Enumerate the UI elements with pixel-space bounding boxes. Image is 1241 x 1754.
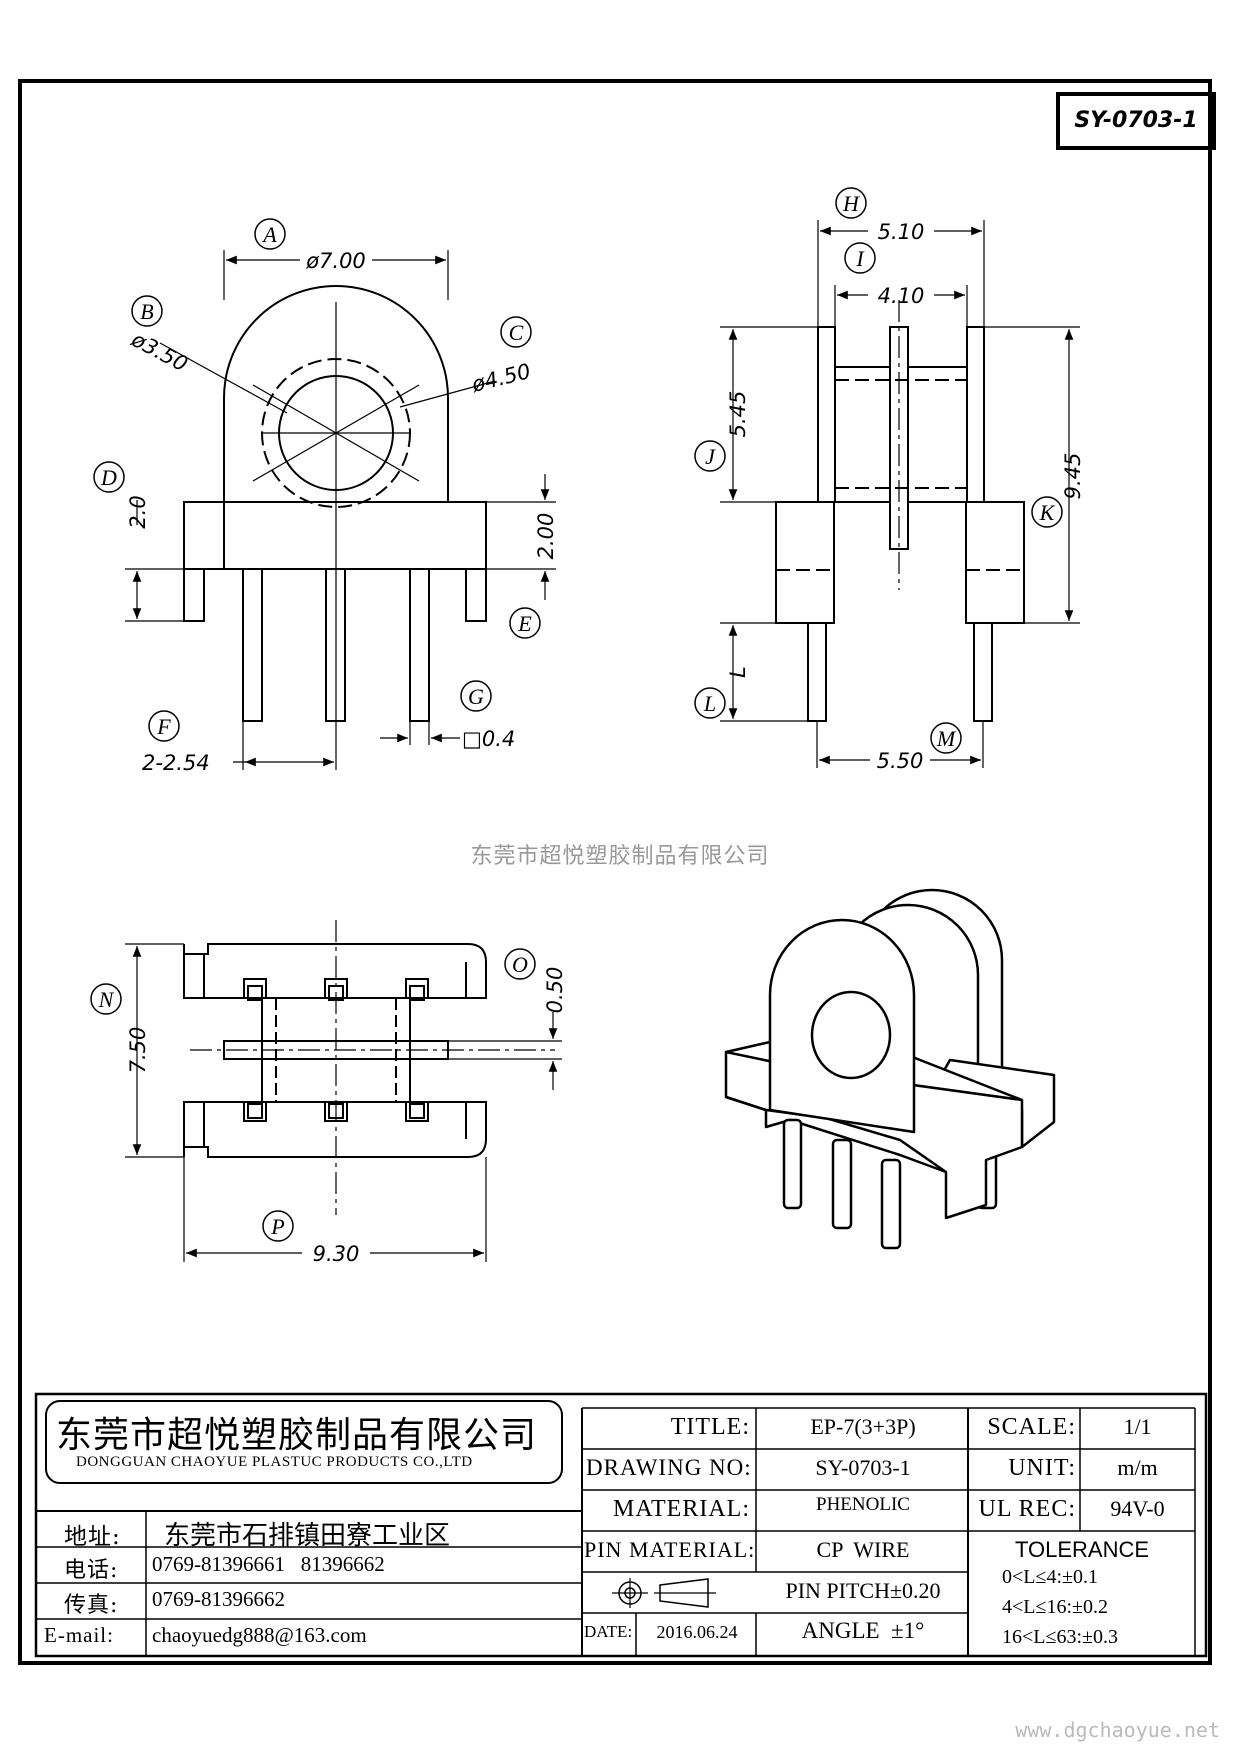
callout-k: K [1031,496,1063,528]
callout-p: P [262,1210,294,1242]
dim-g: □0.4 [462,727,515,751]
dim-l: L [726,666,750,678]
callout-l: L [694,687,726,719]
unit-value: m/m [1117,1455,1158,1480]
title-label: TITLE: [670,1414,750,1440]
material-value: PHENOLIC [816,1494,910,1515]
dim-c: ø4.50 [468,359,533,397]
dim-m: 5.50 [877,749,924,773]
date-value: 2016.06.24 [656,1622,738,1642]
dim-e: 2.00 [534,513,558,560]
callout-f: F [148,710,180,742]
callout-o: O [504,948,536,980]
angle-text: ANGLE ±1° [801,1618,925,1643]
scale-value: 1/1 [1123,1414,1152,1439]
callout-k-letter: K [1039,500,1056,525]
callout-c: C [500,316,532,348]
pin-material-label: PIN MATERIAL: [584,1537,756,1562]
dim-j: 5.45 [726,391,750,438]
callout-a: A [254,218,286,250]
pin-material-value: CP WIRE [816,1537,910,1562]
title-block: 东莞市超悦塑胶制品有限公司 DONGGUAN CHAOYUE PLASTUC P… [36,1394,1206,1656]
side-view [720,220,1080,768]
drawing-number-tag: SY-0703-1 [1056,92,1216,150]
ul-rec-label: UL REC: [978,1496,1076,1522]
callout-b-letter: B [140,299,153,324]
address-value: 东莞市石排镇田寮工业区 [164,1521,451,1551]
callout-h-letter: H [842,191,860,216]
address-label: 地址: [64,1524,121,1550]
email-label: E-mail: [44,1623,114,1647]
dim-b: ø3.50 [127,327,192,377]
pin-pitch-text: PIN PITCH±0.20 [785,1578,941,1603]
phone-label: 电话: [64,1558,119,1583]
tolerance-label: TOLERANCE [1014,1537,1150,1562]
tolerance-row-2: 4<L≤16:±0.2 [1002,1596,1109,1618]
dim-a: ø7.00 [305,249,366,273]
callout-b: B [131,295,163,327]
bottom-view [125,920,562,1262]
date-label: DATE: [584,1622,633,1641]
callout-g-letter: G [468,684,484,709]
ul-rec-value: 94V-0 [1110,1496,1165,1521]
dim-h: 5.10 [878,220,925,244]
drawing-no-label: DRAWING NO: [586,1455,752,1480]
callout-l-letter: L [703,691,716,716]
callout-n: N [90,983,122,1015]
callout-o-letter: O [512,952,528,977]
dim-o: 0.50 [543,967,567,1014]
dim-i: 4.10 [878,284,925,308]
sheet-border [18,79,1212,1665]
tolerance-row-3: 16<L≤63:±0.3 [1002,1626,1119,1648]
callout-i-letter: I [855,246,865,271]
title-value: EP-7(3+3P) [810,1414,916,1439]
callout-g: G [460,680,492,712]
website-text: www.dgchaoyue.net [1015,1718,1220,1742]
callout-i: I [844,242,876,274]
callout-d-letter: D [100,465,117,490]
titleblock-grid [34,1392,1208,1658]
material-label: MATERIAL: [613,1496,750,1522]
isometric-view [724,888,1056,1250]
callout-m: M [930,722,962,754]
email-value: chaoyuedg888@163.com [152,1623,367,1647]
callout-h: H [835,187,867,219]
callout-e-letter: E [517,611,532,636]
dim-f: 2-2.54 [142,751,210,775]
unit-label: UNIT: [1008,1455,1076,1481]
callout-p-letter: P [270,1214,284,1239]
callout-bubbles: A B C D E F G H I J K L M N O P [90,187,1063,1242]
callout-j-letter: J [705,444,716,469]
company-name-en: DONGGUAN CHAOYUE PLASTUC PRODUCTS CO.,LT… [76,1454,473,1470]
callout-j: J [694,440,726,472]
dim-p: 9.30 [313,1242,360,1266]
fax-label: 传真: [64,1593,119,1618]
dim-k: 9.45 [1061,453,1085,500]
fax-value: 0769-81396662 [152,1587,285,1611]
drawing-no-value: SY-0703-1 [815,1455,911,1480]
watermark-text: 东莞市超悦塑胶制品有限公司 [470,844,770,869]
callout-n-letter: N [98,987,115,1012]
dim-d: 2.0 [126,495,150,528]
callout-f-letter: F [156,714,171,739]
callout-c-letter: C [509,320,524,345]
tolerance-row-1: 0<L≤4:±0.1 [1002,1566,1099,1588]
callout-e: E [509,607,541,639]
callout-a-letter: A [261,222,277,247]
scale-label: SCALE: [987,1414,1076,1440]
dim-n: 7.50 [126,1027,150,1074]
phone-value: 0769-81396661 81396662 [152,1552,385,1576]
callout-d: D [93,461,125,493]
front-view [125,250,556,770]
company-name-cn: 东莞市超悦塑胶制品有限公司 [56,1415,538,1456]
callout-m-letter: M [936,726,957,751]
